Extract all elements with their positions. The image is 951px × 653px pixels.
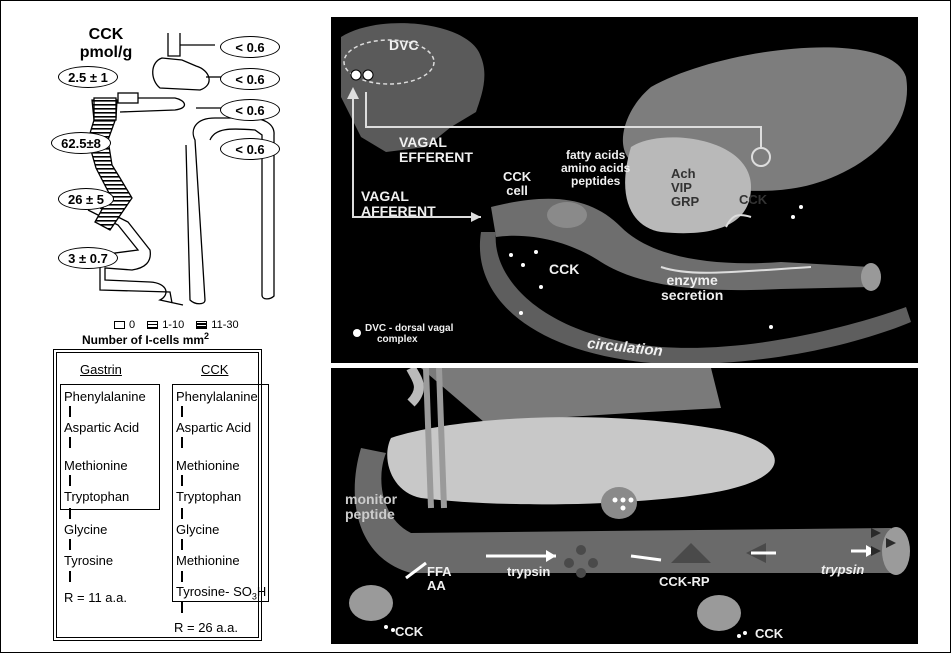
cck-rp-drawing <box>331 368 918 644</box>
cck-header: CCK <box>201 362 228 377</box>
cck-release-label: CCK <box>739 192 767 207</box>
gastrin-length: R = 11 a.a. <box>64 590 127 605</box>
cck-value-stomach: < 0.6 <box>220 68 280 90</box>
peptide-bond-bar <box>69 406 71 417</box>
cck-residue: Aspartic Acid <box>176 420 251 435</box>
legend-swatch-light <box>147 321 158 329</box>
gastrin-residue: Tryptophan <box>64 489 129 504</box>
cck-residue-tyrosine-sulfate: Tyrosine- SO3H <box>176 584 266 605</box>
cck-label: CCK <box>549 261 579 277</box>
trypsin-label-left: trypsin <box>507 564 550 579</box>
gastrin-residue: Phenylalanine <box>64 389 146 404</box>
cck-release-right-label: CCK <box>755 626 783 641</box>
peptide-bond-bar <box>181 437 183 448</box>
cck-rp-label: CCK-RP <box>659 574 710 589</box>
cck-value-colon: < 0.6 <box>220 138 280 160</box>
cck-value-antrum: < 0.6 <box>220 99 280 121</box>
i-cell-legend: 0 1-10 11-30 <box>105 319 239 331</box>
cck-residue: Phenylalanine <box>176 389 258 404</box>
peptide-bond-bar <box>181 602 183 613</box>
peptide-bond-bar <box>69 437 71 448</box>
cck-value-duodenum: 2.5 ± 1 <box>58 66 118 88</box>
gastrin-header: Gastrin <box>80 362 122 377</box>
cck-residue: Tryptophan <box>176 489 241 504</box>
peptide-bond-bar <box>181 571 183 582</box>
cck-release-left-label: CCK <box>395 624 423 639</box>
peptide-bond-bar <box>181 508 183 519</box>
cck-value-jejunum: 62.5±8 <box>51 132 111 154</box>
cck-residue: Methionine <box>176 458 240 473</box>
legend-caption: Number of I-cells mm2 <box>82 331 209 347</box>
gastrin-residue: Tyrosine <box>64 553 113 568</box>
peptide-bond-bar <box>181 539 183 550</box>
cck-value-esophagus: < 0.6 <box>220 36 280 58</box>
peptide-bond-bar <box>69 539 71 550</box>
trypsin-label-right: trypsin <box>821 562 864 577</box>
dvc-label: DVC <box>389 37 419 53</box>
peptide-bond-bar <box>69 571 71 582</box>
legend-swatch-dark <box>196 321 207 329</box>
peptide-bond-bar <box>181 475 183 486</box>
peptide-bond-bar <box>69 475 71 486</box>
gut-outline-schematic <box>0 0 330 320</box>
legend-swatch-empty <box>114 321 125 329</box>
gastrin-residue: Aspartic Acid <box>64 420 139 435</box>
gastrin-residue: Glycine <box>64 522 107 537</box>
cck-value-terminal-ileum: 3 ± 0.7 <box>58 247 118 269</box>
cck-value-ileum: 26 ± 5 <box>58 188 114 210</box>
cck-residue: Methionine <box>176 553 240 568</box>
cck-length: R = 26 a.a. <box>174 620 238 635</box>
cck-residue: Glycine <box>176 522 219 537</box>
gastrin-residue: Methionine <box>64 458 128 473</box>
peptide-bond-bar <box>181 406 183 417</box>
peptide-bond-bar <box>69 508 71 519</box>
